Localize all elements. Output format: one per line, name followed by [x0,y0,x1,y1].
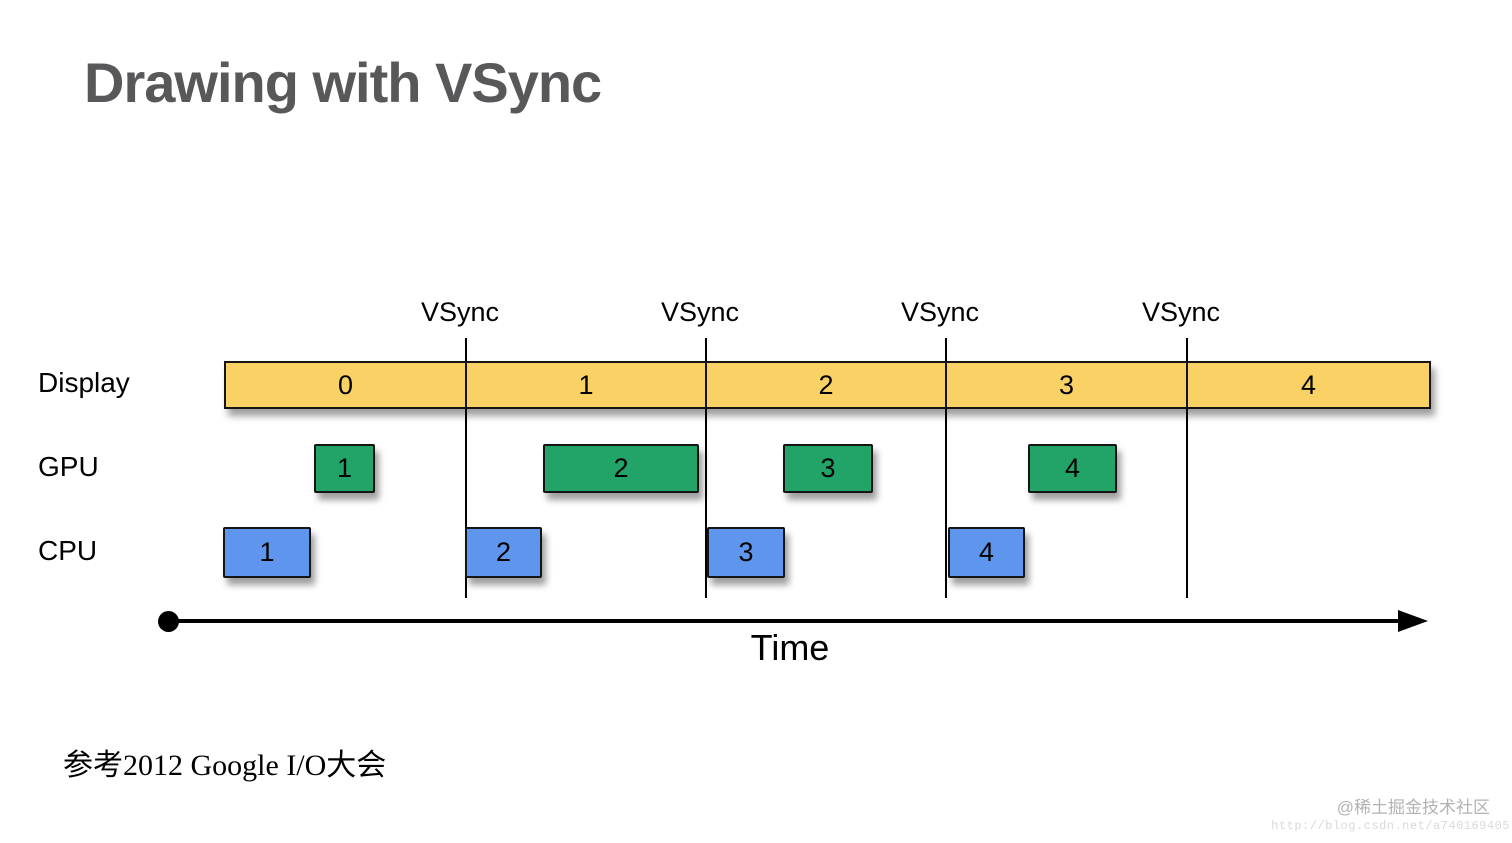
gpu-frame-1: 1 [314,444,375,493]
cpu-frame-1: 1 [223,527,311,578]
vsync-line-4 [1185,338,1189,598]
vsync-label-2: VSync [660,297,740,327]
gpu-frame-2: 2 [543,444,699,493]
display-frame-0: 0 [226,363,467,407]
cpu-frame-3: 3 [707,527,785,578]
row-label-cpu: CPU [38,535,98,566]
watermark-community-text: @稀土掘金技术社区 [1336,798,1490,817]
gpu-frame-3: 3 [783,444,873,493]
vsync-line-1 [464,338,468,598]
watermark: @稀土掘金技术社区 http://blog.csdn.net/a74016940… [1271,797,1510,835]
display-frame-4: 4 [1300,369,1317,400]
row-label-gpu: GPU [38,451,99,482]
cpu-frame-4: 4 [948,527,1025,578]
vsync-line-3 [944,338,948,598]
cpu-frame-2: 2 [465,527,542,578]
row-label-display: Display [38,367,130,398]
gpu-frame-4: 4 [1028,444,1117,493]
slide-title: Drawing with VSync [84,51,602,114]
time-axis-line [168,618,1400,624]
vsync-label-3: VSync [900,297,980,327]
vsync-line-2 [704,338,708,598]
vsync-label-1: VSync [420,297,500,327]
time-axis-arrowhead-icon [1398,610,1428,632]
watermark-url-text: http://blog.csdn.net/a740169405 [1271,819,1510,834]
display-frame-3: 3 [947,363,1188,407]
vsync-label-4: VSync [1141,297,1221,327]
reference-note: 参考2012 Google I/O大会 [63,749,387,782]
display-frame-1: 1 [467,363,707,407]
display-frame-2: 2 [707,363,947,407]
time-axis-label: Time [750,627,830,668]
